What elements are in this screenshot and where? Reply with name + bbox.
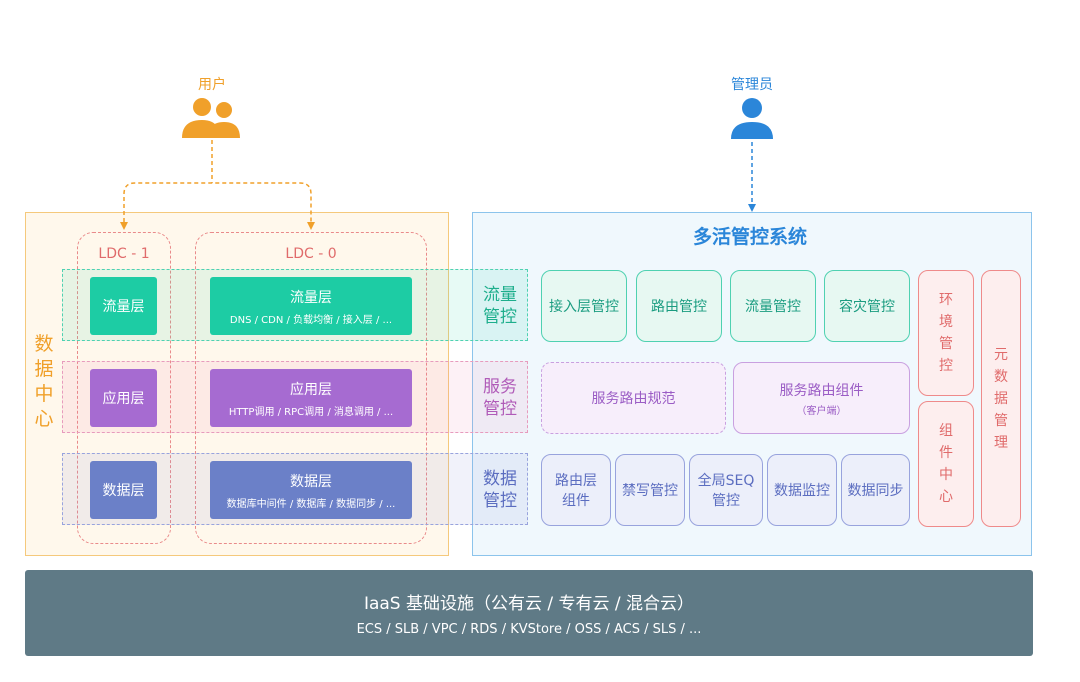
ldc1-data-layer: 数据层 [90, 461, 157, 519]
ldc-0-box [195, 232, 427, 544]
data-monitoring-card: 数据监控 [767, 454, 837, 526]
iaas-services: ECS / SLB / VPC / RDS / KVStore / OSS / … [356, 622, 702, 637]
data-control-label: 数据管控 [483, 469, 517, 511]
control-system-title: 多活管控系统 [692, 226, 807, 248]
component-center-card: 组 件 中 心 [918, 401, 974, 527]
traffic-control-label: 流量管控 [483, 285, 517, 327]
metadata-management-card: 元 数 据 管 理 [981, 270, 1021, 527]
environment-control-card: 环 境 管 控 [918, 270, 974, 396]
routing-control-card: 路由管控 [636, 270, 722, 342]
disaster-control-card: 容灾管控 [824, 270, 910, 342]
service-routing-component-card: 服务路由组件 （客户端） [733, 362, 910, 434]
user-label: 用户 [198, 77, 226, 93]
ldc1-app-layer: 应用层 [90, 369, 157, 427]
ldc0-traffic-layer: 流量层 DNS / CDN / 负载均衡 / 接入层 / ... [210, 277, 412, 335]
ldc0-app-layer: 应用层 HTTP调用 / RPC调用 / 消息调用 / ... [210, 369, 412, 427]
iaas-infrastructure-bar: IaaS 基础设施（公有云 / 专有云 / 混合云） ECS / SLB / V… [25, 570, 1033, 656]
user-icon [180, 96, 244, 144]
traffic-control-card: 流量管控 [730, 270, 816, 342]
ldc-1-label: LDC - 1 [98, 246, 150, 262]
service-routing-spec-card: 服务路由规范 [541, 362, 726, 434]
admin-icon [729, 96, 775, 144]
data-center-title: 数 据 中 心 [34, 333, 54, 430]
iaas-title: IaaS 基础设施（公有云 / 专有云 / 混合云） [363, 594, 695, 614]
write-ban-control-card: 禁写管控 [615, 454, 685, 526]
ldc1-traffic-layer: 流量层 [90, 277, 157, 335]
ldc0-data-layer: 数据层 数据库中间件 / 数据库 / 数据同步 / ... [210, 461, 412, 519]
ldc-1-box [77, 232, 171, 544]
routing-layer-component-card: 路由层组件 [541, 454, 611, 526]
service-control-label: 服务管控 [483, 377, 517, 419]
data-sync-card: 数据同步 [841, 454, 910, 526]
ldc-0-label: LDC - 0 [285, 246, 337, 262]
access-layer-control-card: 接入层管控 [541, 270, 627, 342]
admin-label: 管理员 [731, 77, 773, 93]
